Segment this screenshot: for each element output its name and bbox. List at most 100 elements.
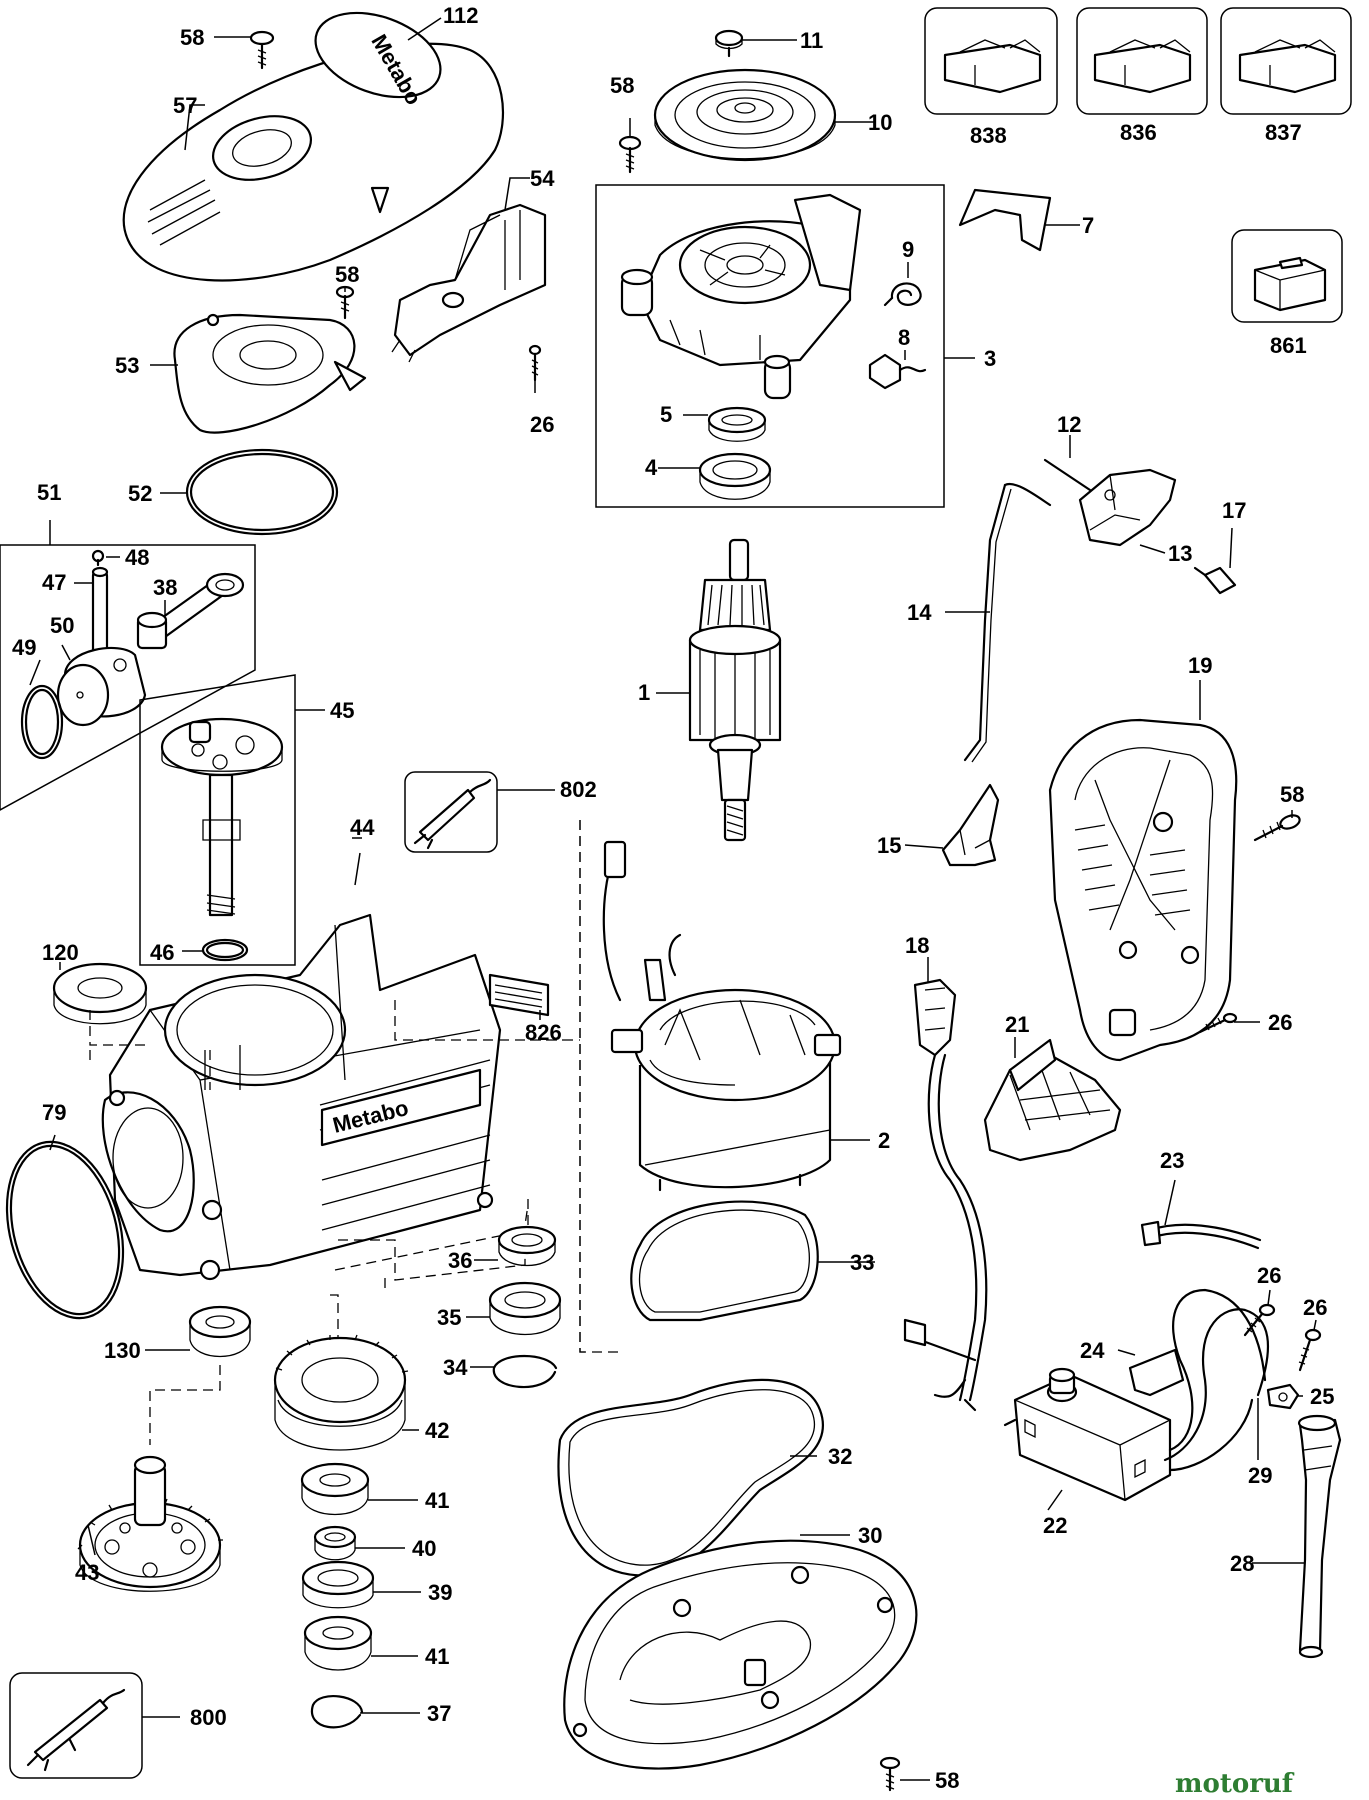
part-1-armature [688,538,782,842]
label-57: 57 [173,93,197,118]
part-26-screw-3 [1243,1303,1276,1337]
part-43-gear [77,1455,223,1592]
label-37: 37 [427,1701,451,1726]
part-826-label [488,973,550,1017]
part-58-screw-5 [1253,814,1301,842]
label-40: 40 [412,1536,436,1561]
part-4-bushing [698,452,772,500]
part-802-grease-tube [413,778,492,850]
label-26-a: 26 [530,412,554,437]
label-22: 22 [1043,1513,1067,1538]
label-24: 24 [1080,1338,1105,1363]
label-48: 48 [125,545,149,570]
part-837-case [1238,39,1337,94]
part-130-bearing [188,1305,252,1358]
label-36: 36 [448,1248,472,1273]
part-41-bearing-2 [303,1615,373,1671]
part-802-grease-box [404,771,498,853]
part-47-pin [91,566,109,662]
part-800-grease-box [9,1672,143,1779]
part-24-bracket [1128,1348,1185,1397]
label-58-d: 58 [935,1768,959,1793]
part-838-case [943,39,1042,94]
part-49-ring [20,684,64,760]
label-28: 28 [1230,1551,1254,1576]
label-23: 23 [1160,1148,1184,1173]
part-34-circlip [492,1354,558,1389]
part-50-piston [56,646,147,727]
label-837: 837 [1265,120,1302,145]
label-58-a: 58 [180,25,204,50]
part-25-clamp [1266,1383,1300,1410]
dash-130-43 [149,1365,221,1445]
part-36-bearing [497,1225,557,1267]
part-21-switch-cover [983,1038,1122,1162]
part-800-grease-tube [26,1688,126,1772]
case-838-box [924,7,1058,115]
part-7-insulator [958,188,1052,252]
label-49: 49 [12,635,36,660]
label-17: 17 [1222,498,1246,523]
label-26-b: 26 [1268,1010,1292,1035]
part-28-cable-sleeve [1297,1414,1342,1659]
label-13: 13 [1168,541,1192,566]
label-15: 15 [877,833,901,858]
label-50: 50 [50,613,74,638]
case-861-box [1231,229,1343,323]
part-12-pin [1043,458,1092,492]
part-8-brush [868,353,927,390]
part-45-spindle [160,717,284,917]
part-13-lever [1078,468,1177,547]
label-26-c: 26 [1257,1263,1281,1288]
part-54-switch-carrier [391,203,547,363]
label-802: 802 [560,777,597,802]
part-37-circlip [310,1695,364,1729]
label-120: 120 [42,940,79,965]
part-46-ring [201,938,249,962]
part-120-seal [52,962,148,1025]
part-58-screw-4 [879,1756,901,1792]
label-58-b: 58 [335,262,359,287]
label-11: 11 [800,28,823,53]
part-39-bearing [301,1560,375,1609]
label-51: 51 [37,480,61,505]
label-26-d: 26 [1303,1295,1327,1320]
label-58-c: 58 [610,73,634,98]
label-5: 5 [660,402,672,427]
label-836: 836 [1120,120,1157,145]
part-861-case [1253,256,1327,312]
part-30-gear-cover [563,1539,918,1770]
label-41-a: 41 [425,1488,449,1513]
part-52-o-ring [185,448,339,536]
dash-42 [330,1294,339,1340]
label-30: 30 [858,1523,882,1548]
watermark: motoruf [1175,1769,1295,1799]
part-836-case [1093,39,1192,94]
label-29: 29 [1248,1463,1272,1488]
part-48-screw [91,549,105,567]
part-10-fan [653,68,837,162]
part-38-connecting-rod [136,572,245,650]
label-41-b: 41 [425,1644,449,1669]
label-4: 4 [645,455,658,480]
part-5-bushing [707,406,767,442]
label-21: 21 [1005,1012,1029,1037]
label-25: 25 [1310,1384,1334,1409]
label-58-e: 58 [1280,782,1304,807]
part-58-screw-3 [618,135,642,174]
part-58-screw [249,30,275,70]
part-79-o-ring [5,1140,125,1320]
label-44: 44 [350,815,375,840]
part-40-sleeve [313,1525,357,1561]
label-3: 3 [984,346,996,371]
label-39: 39 [428,1580,452,1605]
part-26-screw [528,344,542,382]
label-33: 33 [850,1250,874,1275]
label-112: 112 [443,3,479,28]
part-19-handle-shell [1048,718,1238,1062]
case-837-box [1220,7,1352,115]
label-79: 79 [42,1100,66,1125]
part-14-rod [963,482,1052,763]
part-18-cable-harness [903,978,988,1412]
